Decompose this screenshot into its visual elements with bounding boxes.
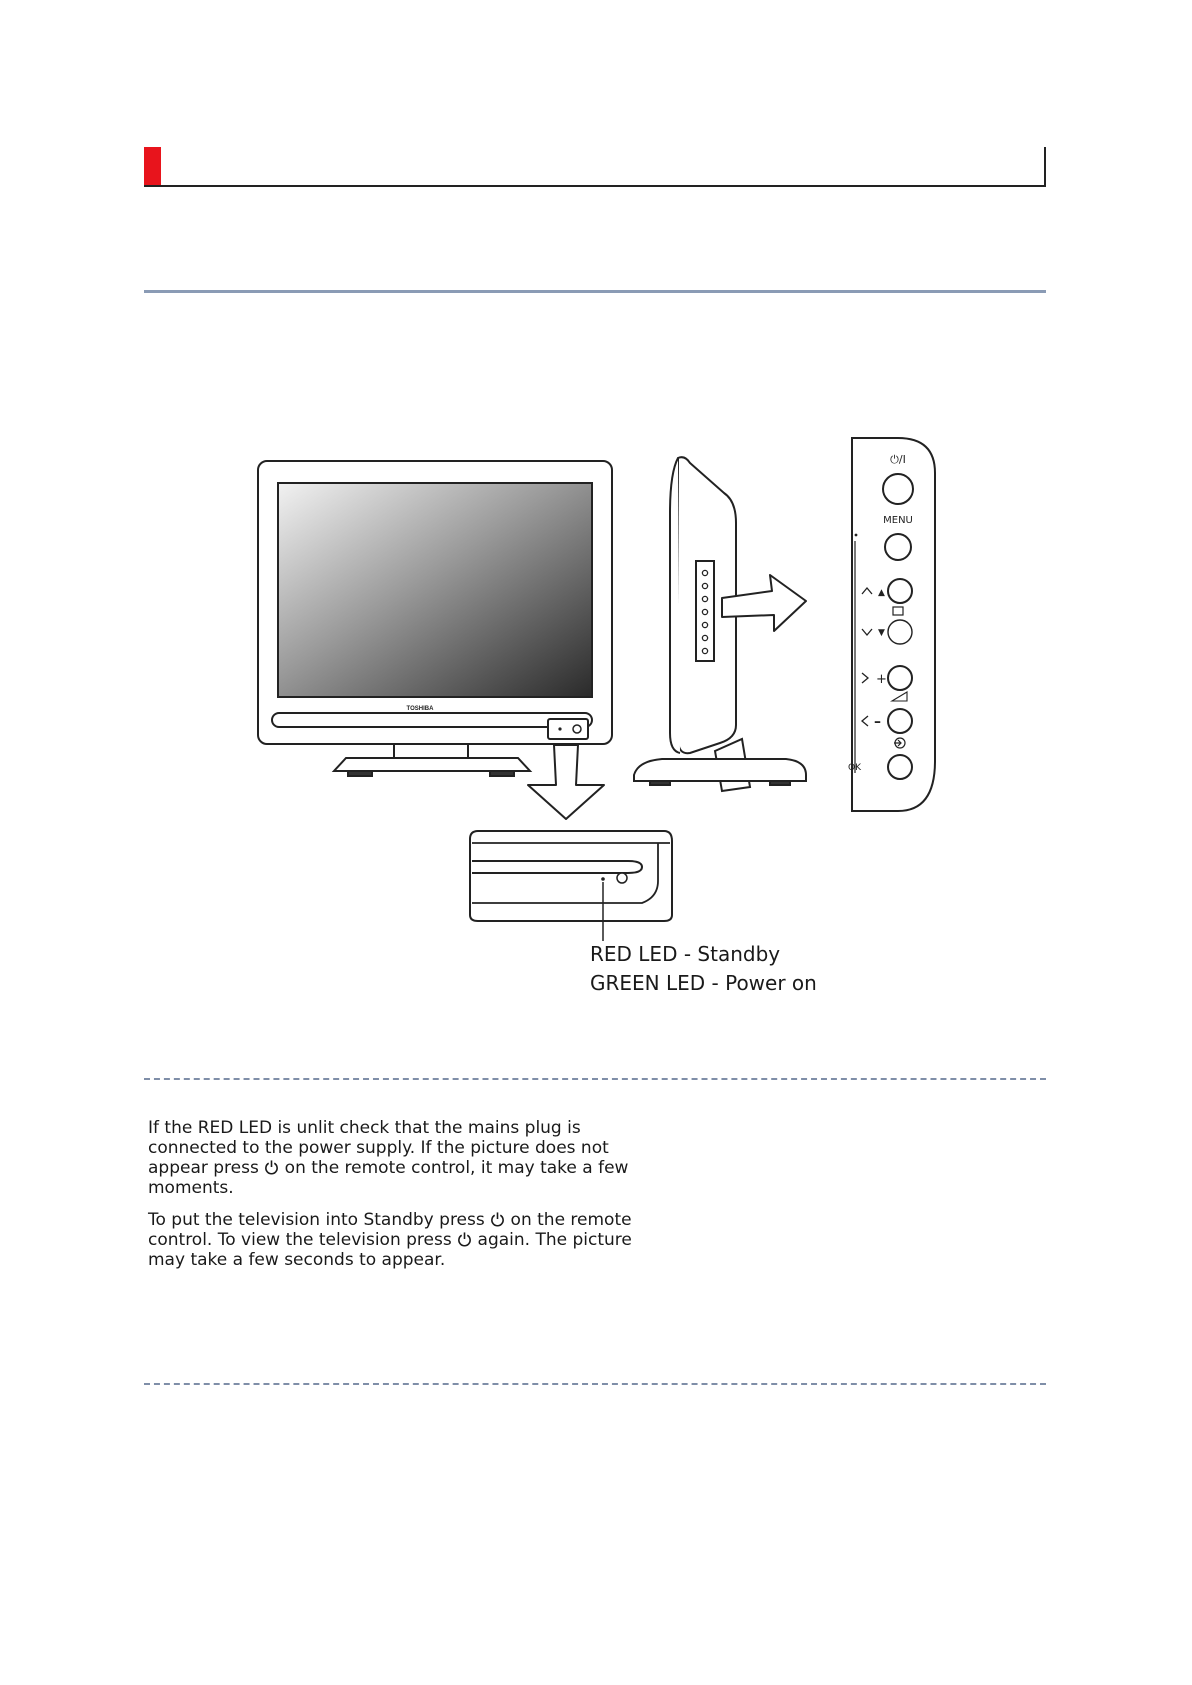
tv-front-view: [257, 460, 613, 777]
led-indicator-front: [558, 727, 562, 731]
tv-side-view: [633, 456, 807, 793]
remote-sensor-front: [572, 724, 582, 734]
tv-controls-illustration: TOSHIBA ⏻/I MENU ▲ ▼ + –: [257, 437, 936, 941]
zoomed-led: [601, 877, 605, 881]
channel-down-button: [887, 619, 913, 645]
minus-sign: –: [874, 714, 881, 730]
program-icon: [892, 606, 904, 616]
power-label: ⏻/I: [890, 453, 906, 466]
section-header-bar: [144, 147, 1046, 187]
volume-down-button: [887, 708, 913, 734]
power-icon: [265, 1160, 279, 1175]
arrow-down-icon: [527, 744, 605, 820]
brand-logo: TOSHIBA: [407, 706, 435, 712]
volume-icon: [890, 691, 908, 702]
input-source-button: [887, 754, 913, 780]
menu-label: MENU: [883, 515, 913, 526]
section-divider: [144, 290, 1046, 293]
dashed-divider-bottom: [144, 1383, 1046, 1385]
zoomed-front-panel: [469, 830, 673, 941]
volume-up-button: [887, 665, 913, 691]
power-icon: [458, 1232, 472, 1247]
led-caption: RED LED - Standby GREEN LED - Power on: [590, 940, 817, 998]
menu-button: [884, 533, 912, 561]
plus-sign: +: [876, 672, 887, 687]
caption-red-led: RED LED - Standby: [590, 942, 781, 966]
ok-label: OK: [848, 763, 862, 773]
up-sign: ▲: [878, 588, 885, 598]
header-red-marker: [144, 147, 161, 185]
side-button-column: [701, 569, 709, 655]
dashed-divider-top: [144, 1078, 1046, 1080]
channel-up-button: [887, 578, 913, 604]
caption-green-led: GREEN LED - Power on: [590, 971, 817, 995]
paragraph-standby: To put the television into Standby press…: [148, 1210, 632, 1270]
zoomed-remote-sensor: [616, 872, 628, 884]
down-sign: ▼: [878, 628, 885, 638]
power-button: [882, 473, 914, 505]
input-source-icon: [894, 737, 906, 749]
arrow-right-icon: [721, 574, 807, 632]
instructions-text: If the RED LED is unlit check that the m…: [148, 1118, 658, 1282]
power-icon: [491, 1212, 505, 1227]
paragraph-red-led: If the RED LED is unlit check that the m…: [148, 1118, 629, 1198]
